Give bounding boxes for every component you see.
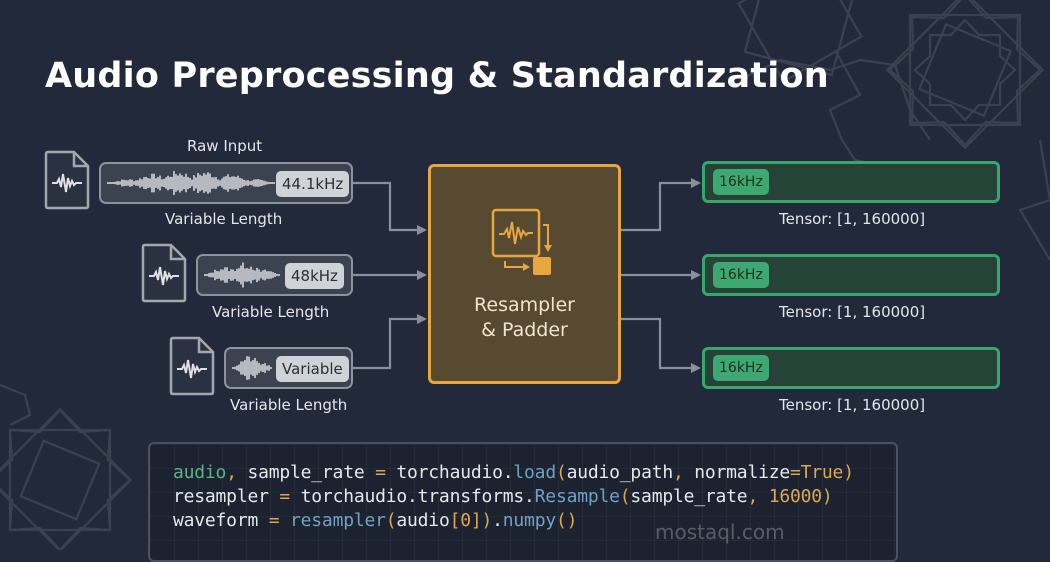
waveform-icon [107, 171, 275, 195]
processor-label-line1: Resampler [474, 294, 575, 316]
code-token: ) [821, 486, 833, 507]
code-token: sample_rate [236, 462, 376, 483]
code-token: resampler [173, 486, 280, 507]
code-token: audio [173, 462, 227, 483]
input-waveform-box-2: 48kHz [196, 254, 353, 296]
code-token: [ [449, 510, 461, 531]
output-tensor-box-2: 16kHz [702, 254, 1000, 296]
input-waveform-box-3: Variable [224, 347, 353, 389]
watermark: mostaql.com [655, 520, 785, 544]
code-token: ( [619, 486, 631, 507]
code-token: . [492, 510, 503, 531]
waveform-icon [232, 356, 272, 380]
code-token: ) [481, 510, 493, 531]
code-token: ) [843, 462, 854, 483]
sample-rate-badge: 44.1kHz [276, 171, 350, 197]
code-line-2: resampler = torchaudio.transforms.Resamp… [173, 486, 833, 507]
code-token: 0 [460, 510, 471, 531]
code-token: = [790, 462, 801, 483]
output-sample-rate-badge: 16kHz [713, 169, 769, 195]
raw-input-label: Raw Input [187, 137, 263, 155]
code-token: numpy [502, 510, 556, 531]
input-caption: Variable Length [230, 396, 348, 414]
resample-pad-icon [491, 208, 552, 275]
code-token: torchaudio.transforms. [290, 486, 535, 507]
output-caption: Tensor: [1, 160000] [779, 210, 926, 228]
code-token: resampler [290, 510, 386, 531]
code-token: Resample [534, 486, 620, 507]
code-line-3: waveform = resampler(audio[0]).numpy() [173, 510, 577, 531]
audio-file-icon [141, 243, 187, 303]
sample-rate-badge: Variable [276, 356, 349, 382]
code-token: True [800, 462, 844, 483]
code-token: load [513, 462, 556, 483]
audio-file-icon [169, 336, 215, 396]
code-token: ( [555, 462, 567, 483]
output-sample-rate-badge: 16kHz [713, 355, 769, 381]
code-line-1: audio, sample_rate = torchaudio.load(aud… [173, 462, 854, 483]
code-token: torchaudio. [385, 462, 514, 483]
connector-input-3 [353, 314, 427, 370]
output-caption: Tensor: [1, 160000] [779, 396, 926, 414]
code-token: , [747, 486, 759, 507]
connector-output-3 [621, 317, 701, 373]
connector-input-1 [352, 181, 427, 235]
resampler-padder-block: Resampler & Padder [428, 164, 621, 384]
output-tensor-box-1: 16kHz [702, 161, 1000, 203]
connector-output-1 [621, 178, 701, 232]
output-caption: Tensor: [1, 160000] [779, 303, 926, 321]
input-caption: Variable Length [165, 210, 283, 228]
code-token: ( [385, 510, 397, 531]
code-token: normalize [683, 462, 790, 483]
audio-file-icon [44, 150, 90, 210]
code-token: () [555, 510, 578, 531]
code-block: audio, sample_rate = torchaudio.load(aud… [148, 442, 898, 562]
processor-label-line2: & Padder [481, 319, 568, 341]
code-token: = [268, 510, 280, 531]
sample-rate-badge: 48kHz [285, 263, 344, 289]
code-token: , [226, 462, 237, 483]
output-sample-rate-badge: 16kHz [713, 262, 769, 288]
code-token: waveform [173, 510, 269, 531]
input-caption: Variable Length [212, 303, 330, 321]
code-token: sample_rate [630, 486, 748, 507]
output-tensor-box-3: 16kHz [702, 347, 1000, 389]
code-token: = [279, 486, 291, 507]
code-token: = [375, 462, 386, 483]
code-token: audio_path [566, 462, 674, 483]
input-waveform-box-1: 44.1kHz [99, 162, 353, 204]
code-token: audio [396, 510, 450, 531]
code-token: , [672, 462, 684, 483]
waveform-icon [204, 262, 280, 288]
code-token [279, 510, 290, 531]
code-token: 16000 [768, 486, 822, 507]
code-token: ] [470, 510, 482, 531]
code-token [758, 486, 769, 507]
page-title: Audio Preprocessing & Standardization [45, 56, 829, 96]
